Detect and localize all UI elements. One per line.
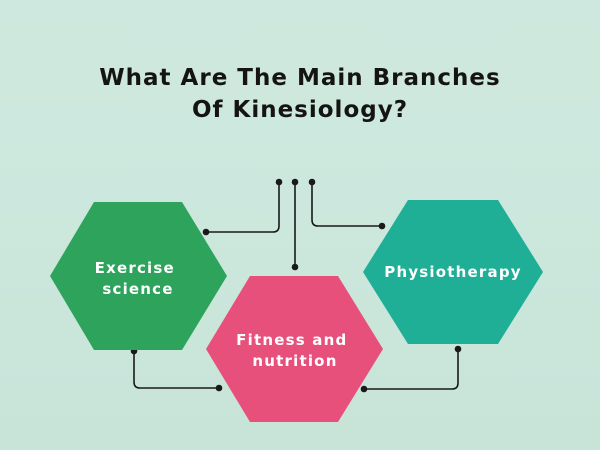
- dot-physiotherapy-bottom: [454, 345, 462, 353]
- title-line-2: Of Kinesiology?: [191, 97, 409, 123]
- branch-fitness-nutrition: Fitness and nutrition: [206, 276, 383, 422]
- dot-exercise-science: [202, 228, 210, 236]
- branch-label: Exercise science: [95, 259, 182, 298]
- connector-bottom-right: [364, 349, 459, 390]
- dot-fitness-left: [215, 384, 223, 392]
- connector-physiotherapy: [311, 182, 382, 227]
- branch-label-line: Fitness and: [236, 331, 347, 349]
- branch-label-line: Physiotherapy: [384, 263, 521, 281]
- branch-label: Fitness and nutrition: [236, 331, 354, 370]
- hexagon-exercise-science: [50, 202, 227, 350]
- hexagon-physiotherapy: [363, 200, 543, 344]
- branch-label-line: science: [102, 280, 173, 298]
- branch-label-line: Exercise: [95, 259, 175, 277]
- connectors: [133, 182, 459, 390]
- dot-top-3: [308, 178, 316, 186]
- dot-fitness-right: [360, 385, 368, 393]
- branch-label: Physiotherapy: [384, 263, 521, 281]
- connector-bottom-left: [133, 351, 219, 389]
- branch-physiotherapy: Physiotherapy: [363, 200, 543, 344]
- dot-top-2: [291, 178, 299, 186]
- page-title: What Are The Main Branches Of Kinesiolog…: [0, 62, 600, 126]
- branch-label-line: nutrition: [252, 352, 337, 370]
- title-line-1: What Are The Main Branches: [99, 65, 501, 91]
- dot-physiotherapy: [378, 222, 386, 230]
- dot-fitness-top: [291, 263, 299, 271]
- dot-top-1: [275, 178, 283, 186]
- connector-exercise-science: [206, 182, 280, 233]
- branch-exercise-science: Exercise science: [50, 202, 227, 350]
- hexagon-fitness-nutrition: [206, 276, 383, 422]
